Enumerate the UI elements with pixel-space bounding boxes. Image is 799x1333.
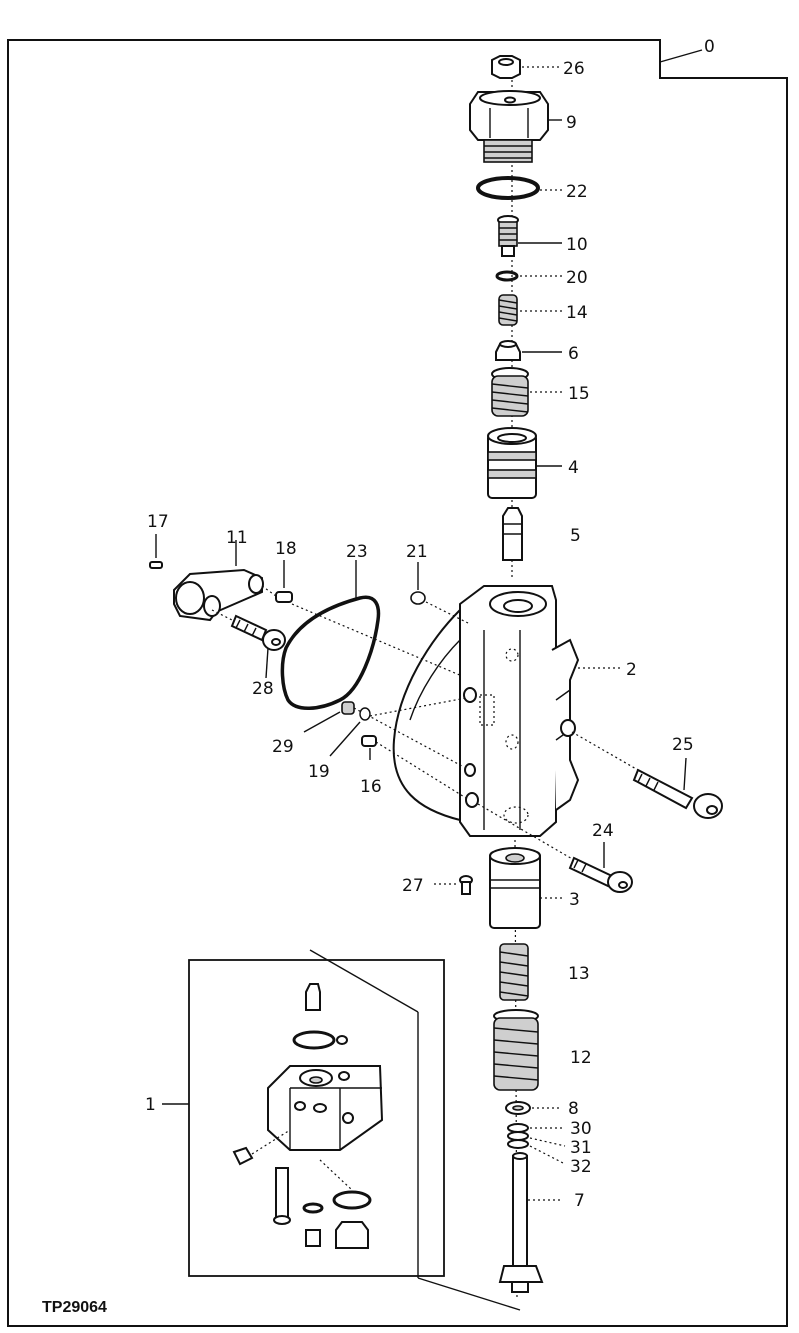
- part-30-31-32-rings: [507, 1123, 529, 1149]
- part-13-spring: [499, 943, 529, 1001]
- inset-frame: [188, 959, 445, 1277]
- callout-20: 20: [566, 268, 588, 288]
- callout-17: 17: [147, 512, 169, 532]
- callout-13: 13: [568, 964, 590, 984]
- callout-2: 2: [626, 660, 637, 680]
- callout-16: 16: [360, 777, 382, 797]
- inset-leader-top: [309, 949, 419, 1013]
- part-19-ring: [359, 707, 371, 721]
- diagram-border: [7, 39, 788, 1327]
- part-17-pin: [149, 561, 163, 569]
- part-9-cap: [469, 90, 549, 163]
- callout-31: 31: [570, 1138, 592, 1158]
- part-22-o-ring: [476, 176, 540, 200]
- callout-25: 25: [672, 735, 694, 755]
- callout-32: 32: [570, 1157, 592, 1177]
- callout-6: 6: [568, 344, 579, 364]
- assembly-leader: [659, 49, 703, 63]
- callout-7: 7: [574, 1191, 585, 1211]
- part-21-ring: [410, 591, 426, 605]
- callout-23: 23: [346, 542, 368, 562]
- callout-1: 1: [145, 1095, 156, 1115]
- callout-14: 14: [566, 303, 588, 323]
- callout-12: 12: [570, 1048, 592, 1068]
- part-23-gasket: [280, 595, 381, 710]
- callout-22: 22: [566, 182, 588, 202]
- part-26-nut: [491, 55, 521, 79]
- callout-5: 5: [570, 526, 581, 546]
- part-25-bolt: [571, 731, 723, 819]
- inset-leader-bottom: [417, 1277, 521, 1311]
- part-3-sleeve: [489, 847, 541, 929]
- part-6-seat: [495, 340, 521, 361]
- callout-10: 10: [566, 235, 588, 255]
- part-27-screw: [459, 875, 473, 895]
- callout-4: 4: [568, 458, 579, 478]
- callout-8: 8: [568, 1099, 579, 1119]
- callout-21: 21: [406, 542, 428, 562]
- part-1-cover-assembly: [232, 983, 384, 1249]
- callout-9: 9: [566, 113, 577, 133]
- callout-19: 19: [308, 762, 330, 782]
- callout-11: 11: [226, 528, 248, 548]
- part-20-ring: [495, 270, 519, 282]
- part-14-spring: [498, 294, 518, 326]
- callout-24: 24: [592, 821, 614, 841]
- part-16-pin: [361, 735, 377, 747]
- part-29-plug: [341, 701, 355, 715]
- callout-27: 27: [402, 876, 424, 896]
- part-18-pin: [275, 591, 293, 603]
- callout-3: 3: [569, 890, 580, 910]
- drawing-code: TP29064: [42, 1299, 107, 1316]
- callout-15: 15: [568, 384, 590, 404]
- part-11-bracket: [173, 568, 264, 622]
- part-4-sleeve: [487, 427, 537, 499]
- part-7-spool: [498, 1152, 544, 1293]
- callout-28: 28: [252, 679, 274, 699]
- part-2-valve-body: [392, 585, 580, 837]
- part-5-plunger: [502, 507, 523, 561]
- part-15-spring: [491, 367, 529, 417]
- part-12-spring: [493, 1009, 539, 1091]
- part-28-bolt: [211, 609, 286, 651]
- callout-29: 29: [272, 737, 294, 757]
- callout-18: 18: [275, 539, 297, 559]
- callout-0: 0: [704, 37, 715, 57]
- part-8-washer: [505, 1101, 531, 1115]
- part-24-bolt: [477, 803, 633, 893]
- part-10-poppet: [497, 215, 519, 257]
- callout-26: 26: [563, 59, 585, 79]
- callout-30: 30: [570, 1119, 592, 1139]
